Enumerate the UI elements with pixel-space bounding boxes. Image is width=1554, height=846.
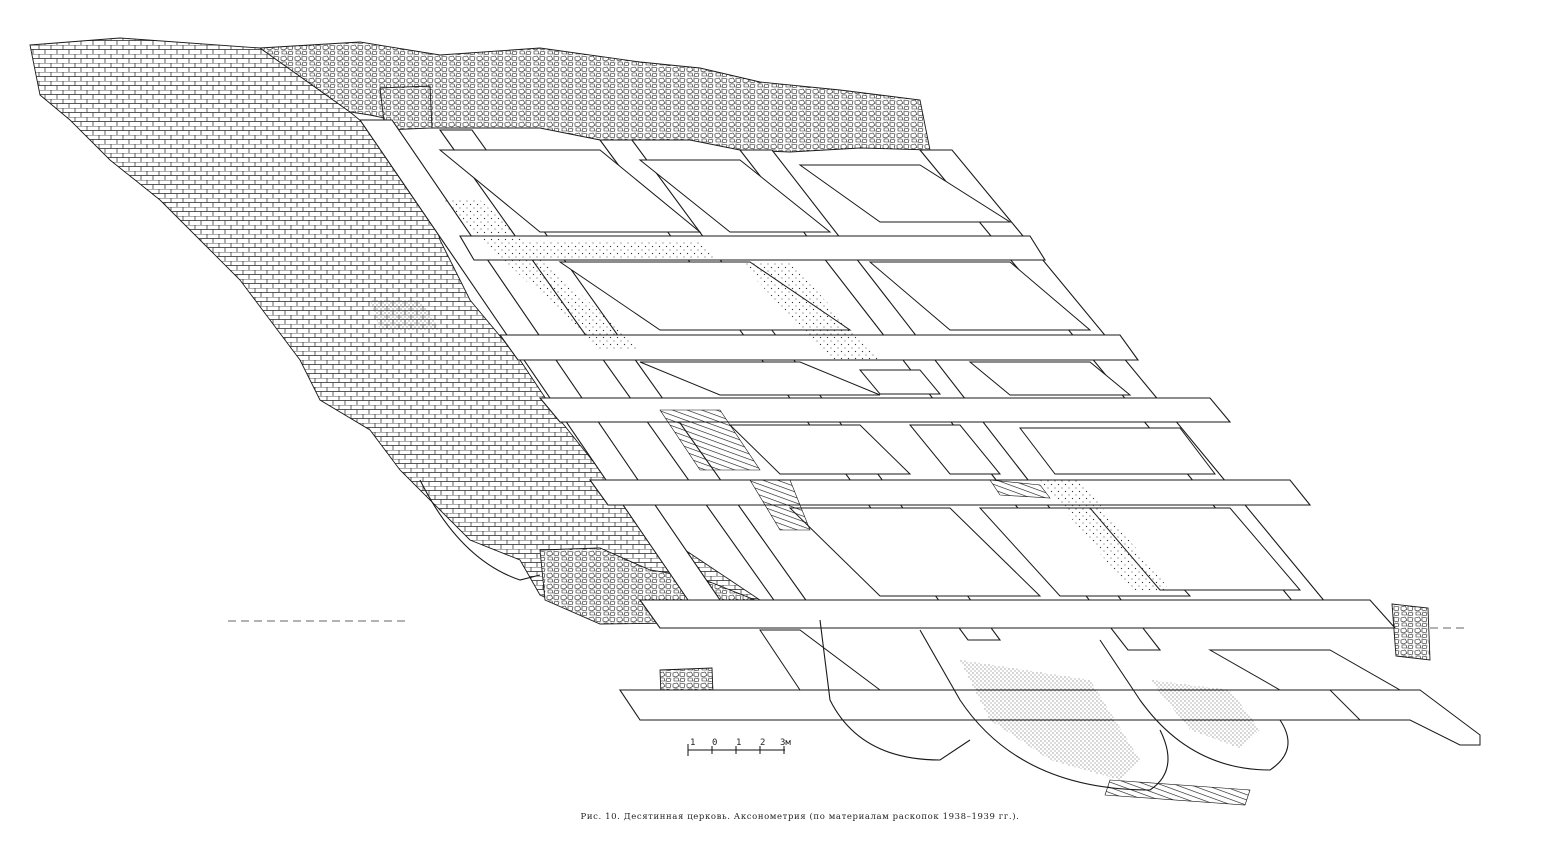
- inner-pier-block: [379, 85, 433, 131]
- room-cells: [438, 149, 1402, 691]
- scale-tick-label: 3м: [780, 738, 791, 748]
- apse-central: [919, 629, 1169, 791]
- east-pier-fragment: [1391, 603, 1431, 661]
- apse-north: [819, 619, 971, 761]
- stippled-areas: [370, 200, 1260, 780]
- scale-tick-label: 1: [690, 738, 696, 748]
- scale-bar: [687, 744, 785, 756]
- apse-west-curve: [419, 479, 541, 581]
- wall-remains: [29, 37, 1431, 721]
- brick-courses: [659, 409, 1251, 806]
- scale-tick-label: 1: [736, 738, 742, 748]
- east-extension: [1328, 689, 1481, 746]
- scale-tick-label: 0: [712, 738, 718, 748]
- scale-tick-label: 2: [760, 738, 766, 748]
- ground-line: [228, 620, 1465, 629]
- apse-south: [1099, 639, 1289, 771]
- figure-caption: Рис. 10. Десятинная церковь. Аксонометри…: [580, 812, 1020, 822]
- apses: [419, 479, 1289, 791]
